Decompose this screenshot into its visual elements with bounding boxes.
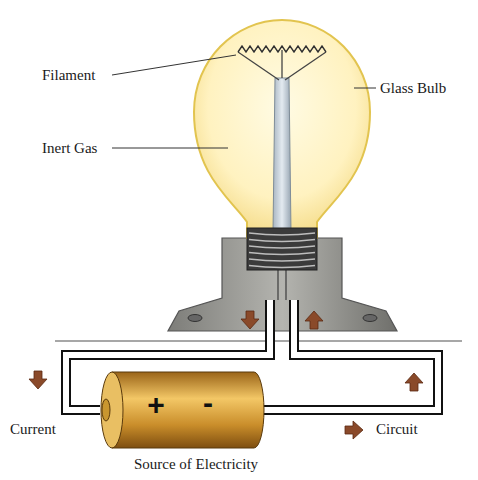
- thread-stroke: [249, 259, 315, 261]
- negative-sign: -: [203, 388, 213, 418]
- screw-threads: [249, 233, 315, 268]
- table-line: [55, 340, 462, 342]
- part-label: Filament: [42, 67, 95, 84]
- circuit-label: Current: [10, 421, 56, 438]
- battery: +-: [96, 368, 266, 452]
- filament: [238, 46, 326, 52]
- part-label: Inert Gas: [42, 140, 97, 157]
- leader-lines: [112, 55, 376, 148]
- circuit-label: Circuit: [376, 421, 418, 438]
- part-label: Source of Electricity: [134, 456, 258, 473]
- thread-stroke: [249, 253, 315, 255]
- glass-stem: [273, 78, 291, 232]
- thread-stroke: [249, 240, 315, 242]
- support-wires: [238, 50, 326, 300]
- positive-sign: +: [147, 390, 165, 420]
- battery-terminal: [102, 399, 110, 421]
- glass-bulb: [194, 20, 370, 238]
- battery-casing: [112, 372, 264, 448]
- battery-end-cap: [101, 372, 123, 448]
- thread-stroke: [249, 266, 315, 268]
- screw-base: [247, 228, 317, 270]
- thread-stroke: [249, 246, 315, 248]
- thread-stroke: [249, 233, 315, 235]
- socket-screw: [188, 315, 202, 322]
- battery-body: [96, 368, 266, 452]
- part-label: Glass Bulb: [380, 80, 446, 97]
- socket-screw: [363, 315, 377, 322]
